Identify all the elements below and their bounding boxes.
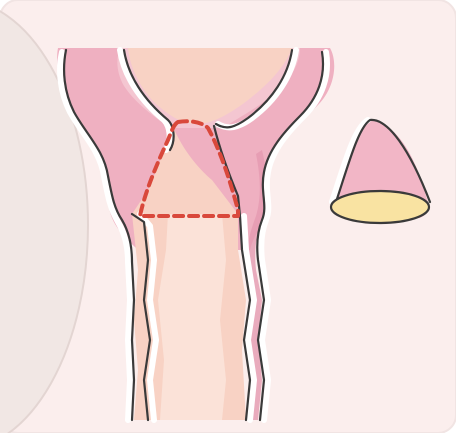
cone-base [331, 191, 429, 223]
canal-highlight [158, 214, 226, 420]
